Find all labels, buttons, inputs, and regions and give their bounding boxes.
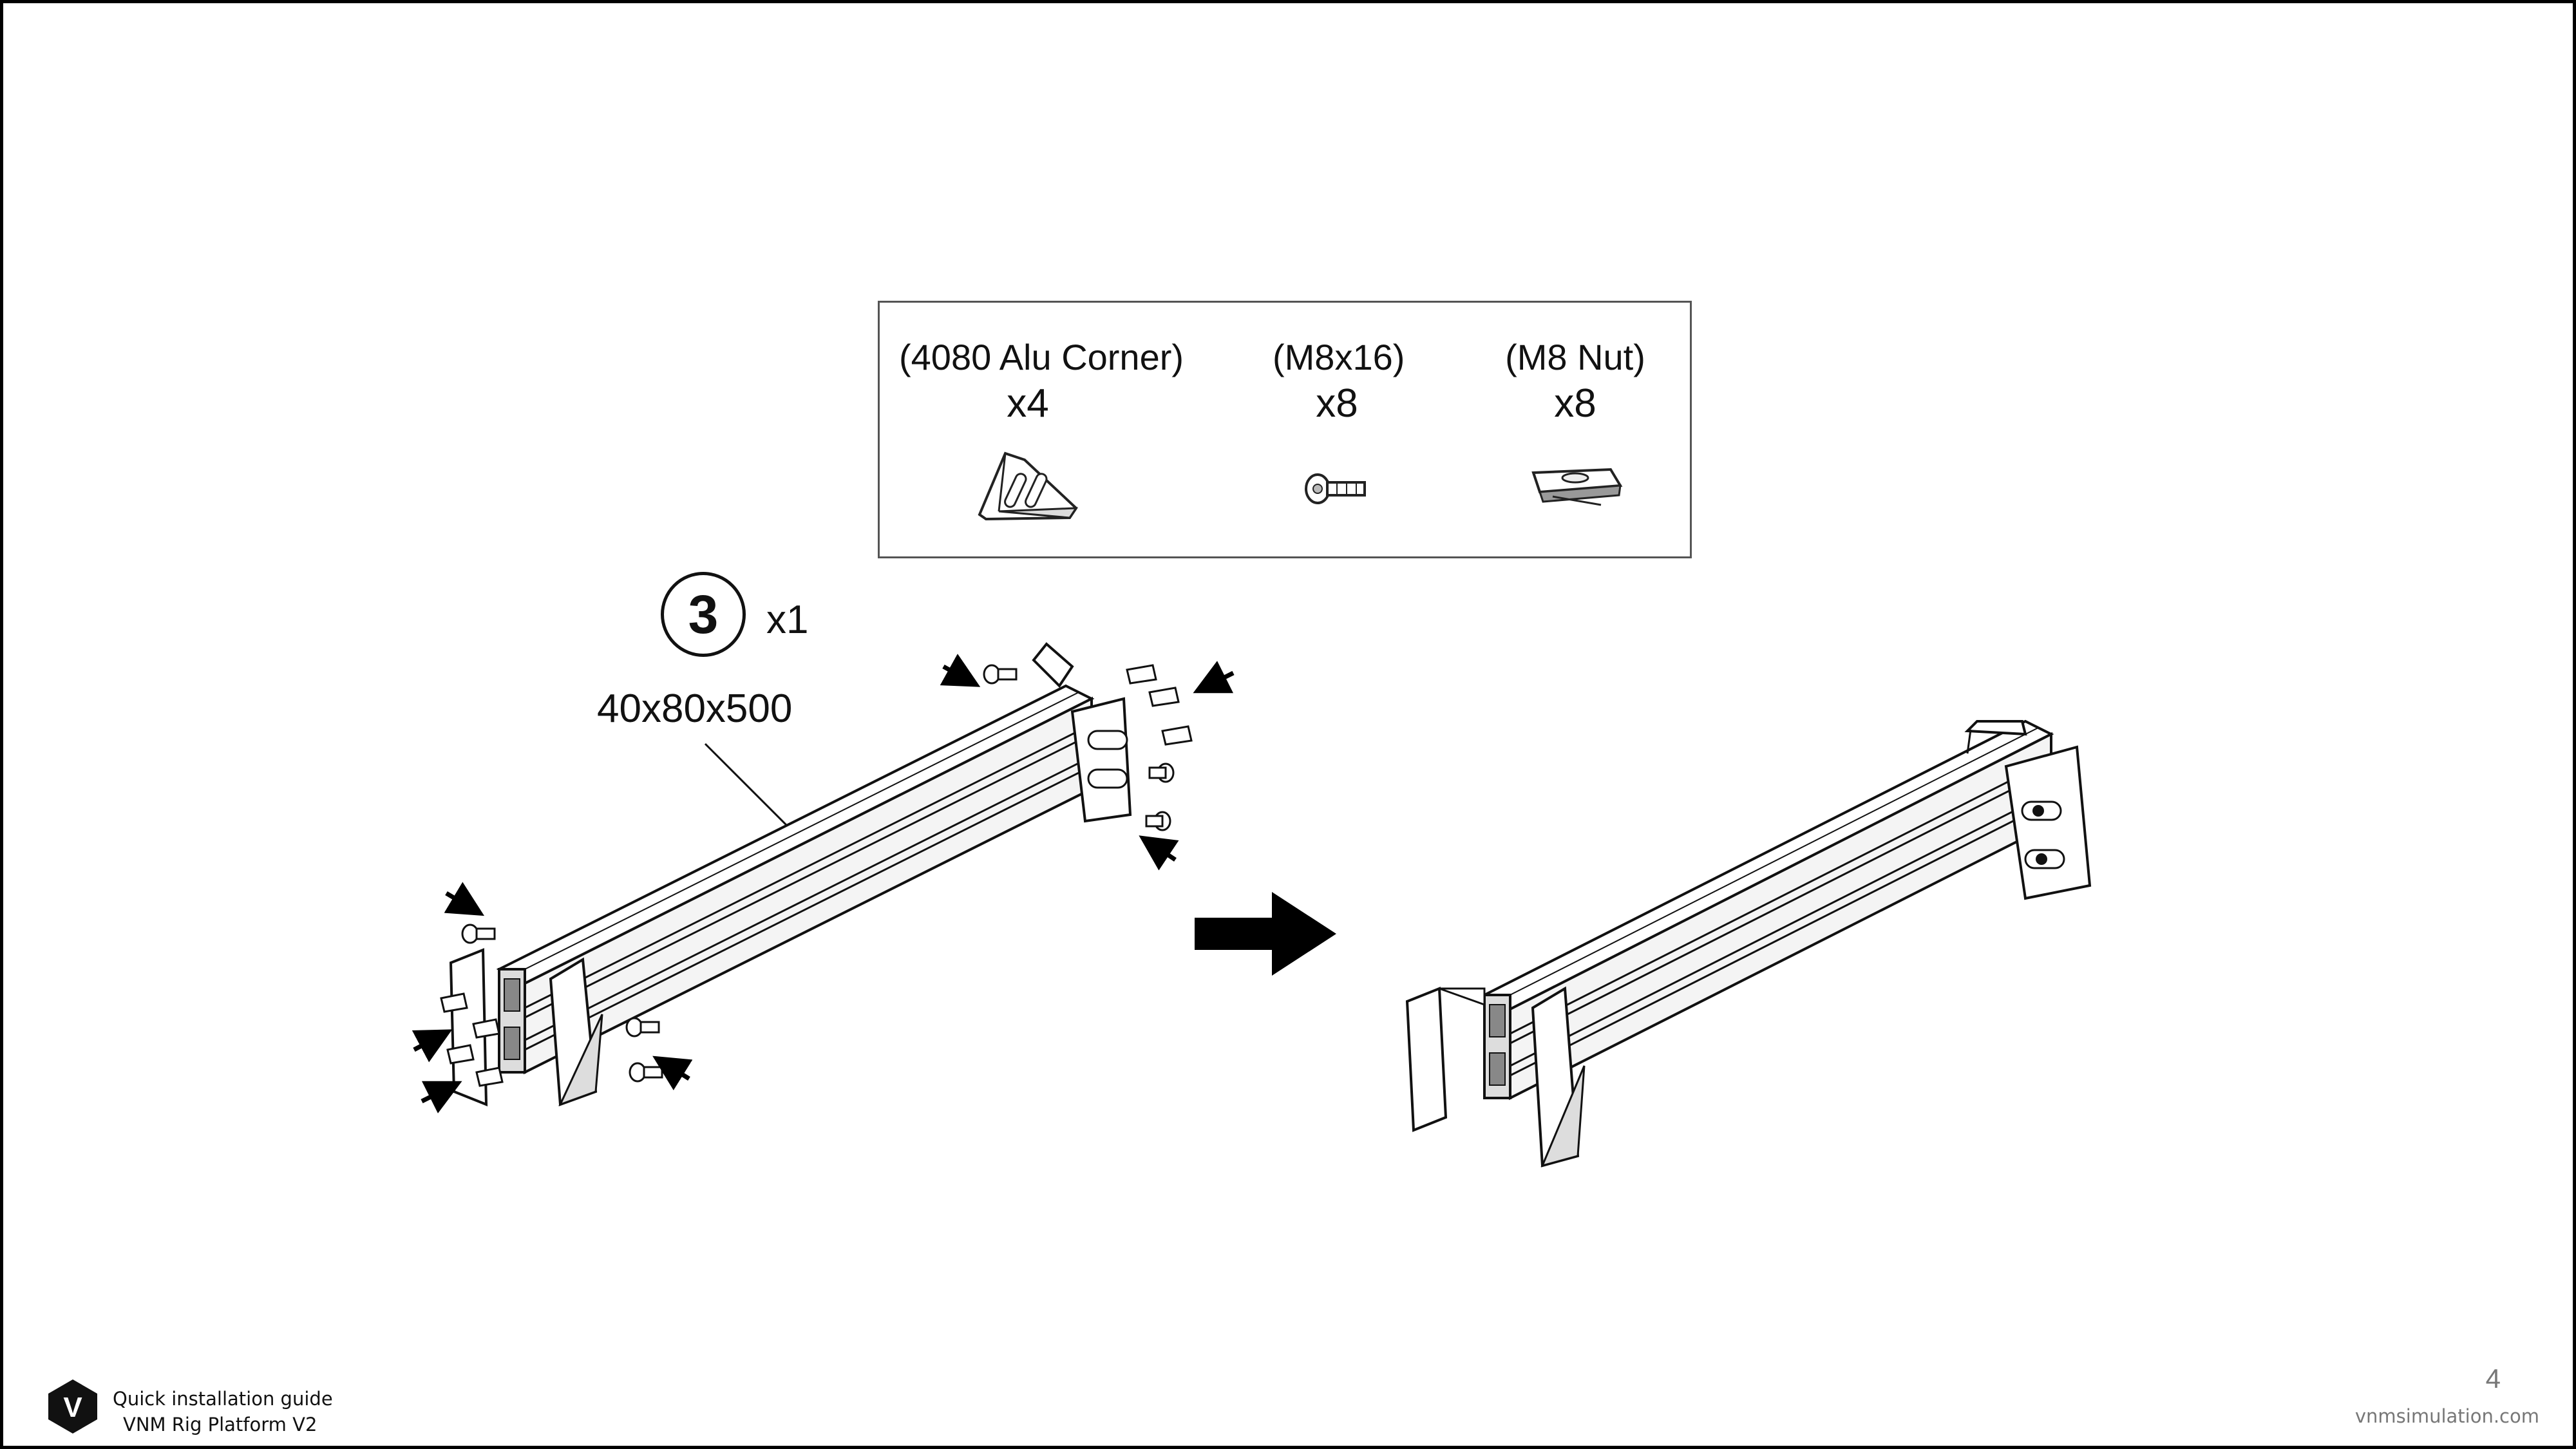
part-nut: (M8 Nut) x8 <box>1492 335 1659 508</box>
part-name: (M8x16) <box>1273 337 1405 377</box>
website-link[interactable]: vnmsimulation.com <box>2354 1405 2539 1427</box>
logo-letter: V <box>63 1392 82 1423</box>
assembled-result-drawing <box>1405 719 2092 1168</box>
part-corner: (4080 Alu Corner) x4 <box>899 335 1184 524</box>
product-name: VNM Rig Platform V2 <box>123 1414 317 1435</box>
part-name: (M8 Nut) <box>1505 337 1645 377</box>
vnm-logo-icon: V <box>48 1379 97 1434</box>
next-step-arrow-icon <box>1195 892 1336 976</box>
exploded-assembly-drawing <box>412 642 1235 1113</box>
profile-size-label: 40x80x500 <box>597 687 793 731</box>
page-number: 4 <box>2485 1363 2501 1394</box>
guide-title: Quick installation guide <box>113 1388 333 1410</box>
step-quantity: x1 <box>766 598 809 642</box>
part-bolt: (M8x16) x8 <box>1273 335 1405 515</box>
part-qty: x8 <box>1316 381 1358 426</box>
t-nut-icon <box>1531 468 1623 506</box>
part-name: (4080 Alu Corner) <box>899 337 1184 377</box>
parts-list-box: (4080 Alu Corner) x4 (M8x16) x8 <box>878 301 1692 558</box>
corner-bracket-icon <box>978 451 1078 521</box>
part-qty: x4 <box>1007 381 1049 426</box>
bolt-icon <box>1305 473 1366 504</box>
part-qty: x8 <box>1554 381 1596 426</box>
step-number-circle: 3 <box>661 572 746 657</box>
